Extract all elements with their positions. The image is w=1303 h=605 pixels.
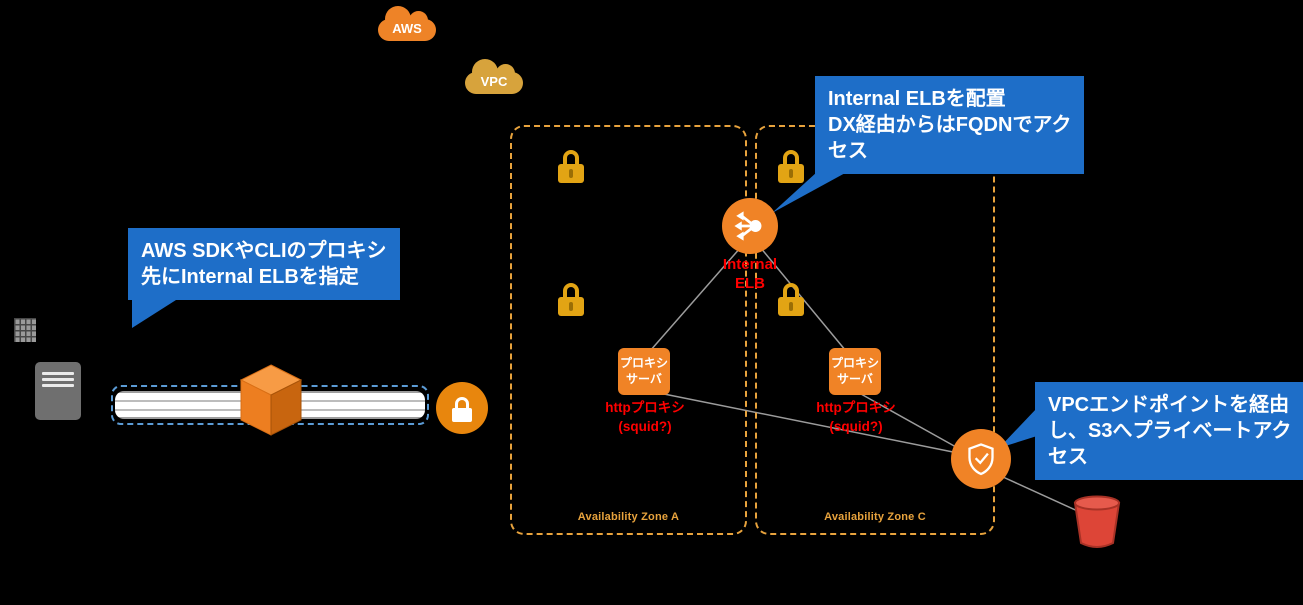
lock-badge-icon xyxy=(436,382,488,434)
callout-tail-elb xyxy=(772,172,847,213)
vpc-endpoint-icon xyxy=(951,429,1011,489)
proxy-server-node-a: プロキシ サーバ xyxy=(618,348,670,395)
padlock-icon xyxy=(558,150,584,183)
cloud-shape xyxy=(378,6,436,41)
aws-cloud-icon: AWS xyxy=(378,3,436,43)
load-balancer-glyph xyxy=(734,211,762,241)
callout-vpc-endpoint: VPCエンドポイントを経由 し、S3へプライベートアク セス xyxy=(1035,382,1303,480)
proxy-server-node-c: プロキシ サーバ xyxy=(829,348,881,395)
callout-tail-endpoint xyxy=(999,408,1037,448)
vpc-cloud-icon: VPC xyxy=(465,56,523,96)
callout-internal-elb: Internal ELBを配置 DX経由からはFQDNでアク セス xyxy=(815,76,1085,174)
cloud-shape xyxy=(465,59,523,94)
s3-bucket-icon xyxy=(1073,495,1121,548)
proxy-a-sublabel: httpプロキシ (squid?) xyxy=(605,400,685,434)
zone-a-label: Availability Zone A xyxy=(577,511,680,523)
vpc-cloud-label: VPC xyxy=(480,74,508,89)
white-lock-glyph xyxy=(452,396,472,422)
zone-c-label: Availability Zone C xyxy=(824,511,926,523)
building-icon xyxy=(14,318,36,342)
padlock-icon xyxy=(778,283,804,316)
direct-connect-icon xyxy=(239,364,303,436)
internal-elb-icon xyxy=(722,198,778,254)
onprem-server-icon xyxy=(35,362,81,420)
internal-elb-label: Internal ELB xyxy=(722,256,778,292)
shield-icon xyxy=(968,443,994,476)
proxy-c-sublabel: httpプロキシ (squid?) xyxy=(816,400,896,434)
padlock-icon xyxy=(778,150,804,183)
aws-cloud-label: AWS xyxy=(392,21,422,36)
callout-sdk-proxy: AWS SDKやCLIのプロキシ 先にInternal ELBを指定 xyxy=(128,228,400,328)
padlock-icon xyxy=(558,283,584,316)
availability-zone-a: Availability Zone A xyxy=(510,125,747,535)
